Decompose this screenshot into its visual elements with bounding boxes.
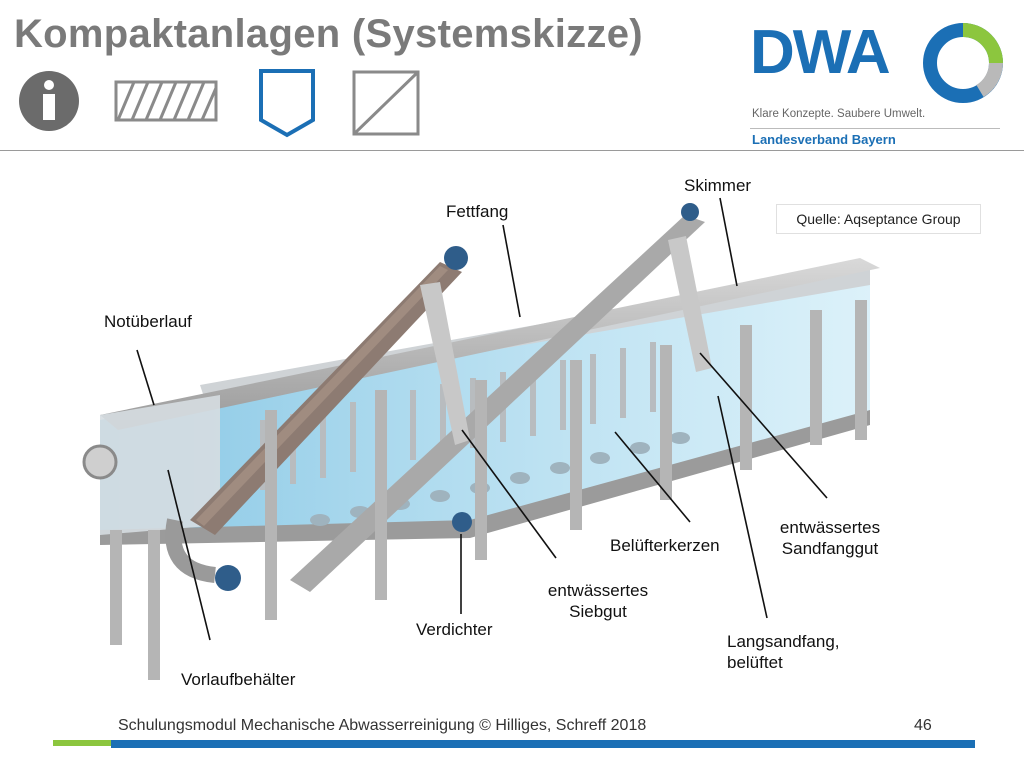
label-sandfanggut-line2: Sandfanggut [781, 539, 879, 558]
inlet-box [100, 395, 220, 535]
sandfanggut-chute [668, 236, 712, 372]
header-divider [0, 150, 1024, 151]
label-vorlaufbehaelter: Vorlaufbehälter [181, 670, 296, 689]
label-sandfanggut-line1: entwässertes [779, 518, 881, 537]
dwa-logo: DWA Klare Konzepte. Saubere Umwelt. Land… [750, 22, 1010, 147]
logo-region: Landesverband Bayern [752, 132, 896, 147]
label-notueberlauf: Notüberlauf [104, 312, 192, 331]
label-langsandfang: Langsandfang, belüftet [727, 631, 840, 673]
hatched-rectangle-icon[interactable] [114, 80, 218, 122]
label-siebgut-line2: Siebgut [569, 602, 627, 621]
tank-legs [110, 300, 867, 680]
inlet-pipe [165, 518, 217, 583]
footer-credit: Schulungsmodul Mechanische Abwasserreini… [118, 717, 647, 734]
source-note: Quelle: Aqseptance Group [776, 204, 981, 234]
logo-divider [750, 128, 1000, 129]
diagonal-square-icon[interactable] [352, 70, 420, 136]
logo-tagline: Klare Konzepte. Saubere Umwelt. [752, 108, 926, 120]
label-skimmer: Skimmer [684, 176, 752, 195]
siebgut-chute [420, 282, 470, 445]
label-siebgut-line1: entwässertes [547, 581, 649, 600]
footer-bar-green [53, 740, 111, 746]
grit-screw [290, 215, 705, 592]
logo-wordmark: DWA [750, 18, 891, 87]
label-verdichter: Verdichter [416, 620, 493, 639]
label-langsandfang-line2: belüftet [727, 653, 783, 672]
footer-bar-blue [111, 740, 975, 748]
page-title: Kompaktanlagen (Systemskizze) [14, 12, 643, 56]
label-sandfanggut: entwässertes Sandfanggut [766, 517, 894, 559]
label-belueftkerzen: Belüfterkerzen [610, 536, 720, 555]
label-fettfang: Fettfang [446, 202, 509, 221]
label-siebgut: entwässertes Siebgut [534, 580, 662, 622]
callout-lines [136, 197, 828, 641]
system-illustration [82, 197, 880, 680]
page-number: 46 [914, 717, 932, 734]
screenings-screw [190, 262, 462, 535]
logo-ring-icon [923, 23, 1003, 103]
info-icon[interactable] [18, 70, 80, 132]
label-langsandfang-line1: Langsandfang, [727, 632, 840, 651]
pentagon-shield-icon[interactable] [258, 68, 316, 138]
